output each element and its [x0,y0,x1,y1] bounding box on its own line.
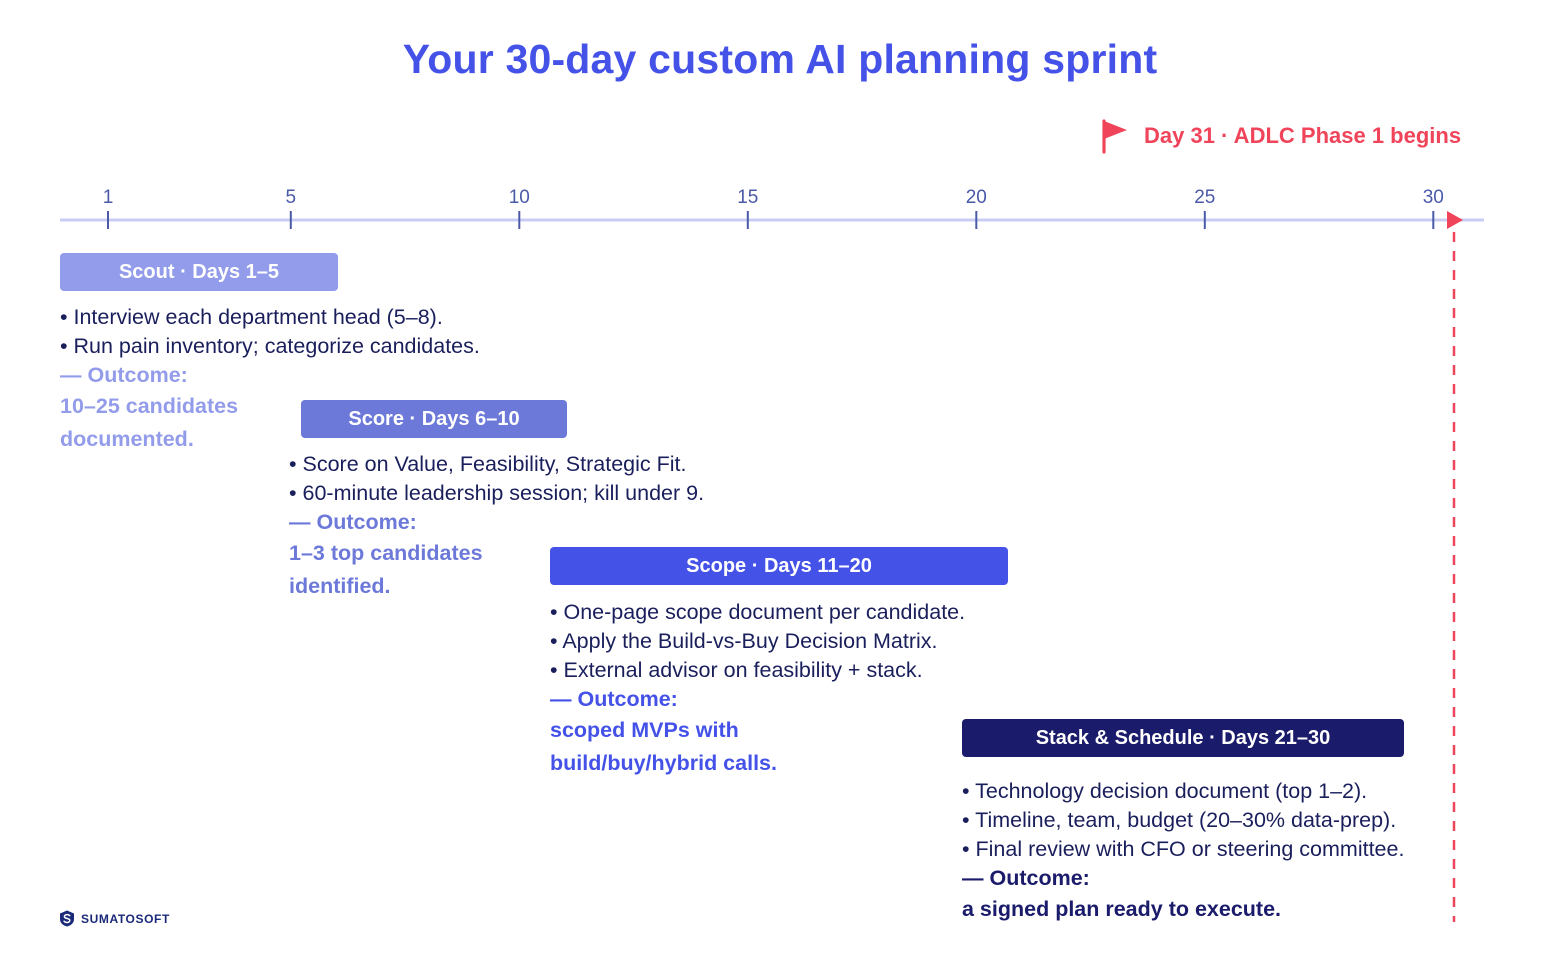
phase-bullet: • 60-minute leadership session; kill und… [289,481,705,505]
sumatosoft-logo: SUMATOSOFT [59,910,170,927]
phase-details: • Technology decision document (top 1–2)… [962,777,1404,926]
phase-label: Scope · Days 11–20 [550,547,1008,585]
axis-tick-label: 5 [286,187,297,208]
phase-bullet: • One-page scope document per candidate. [550,600,966,624]
phase-bullet: • Run pain inventory; categorize candida… [60,334,480,358]
phase-details: • Interview each department head (5–8). •… [60,303,480,456]
milestone-label: Day 31 · ADLC Phase 1 begins [1144,123,1462,148]
phase-bullet: • Final review with CFO or steering comm… [962,837,1405,861]
outcome-heading: — Outcome: [289,510,417,534]
axis-tick-label: 25 [1194,187,1215,208]
milestone-day31: Day 31 · ADLC Phase 1 begins [1100,118,1461,154]
phase-bullet: • Timeline, team, budget (20–30% data-pr… [962,808,1397,832]
phase-details: • One-page scope document per candidate.… [550,598,965,780]
outcome-text: 10–25 candidates [60,394,239,418]
outcome-text: identified. [289,574,391,598]
outcome-heading: — Outcome: [550,687,678,711]
phase-details: • Score on Value, Feasibility, Strategic… [289,450,704,603]
phase-label: Scout · Days 1–5 [60,253,338,291]
flag-icon [1102,119,1127,154]
outcome-text: scoped MVPs with [550,718,739,742]
page-title: Your 30-day custom AI planning sprint [402,36,1158,82]
outcome-heading: — Outcome: [60,363,188,387]
logo-text: SUMATOSOFT [81,911,170,926]
phase-label: Score · Days 6–10 [301,400,567,438]
phase-bullet: • Interview each department head (5–8). [60,305,443,329]
phase-bullet: • Technology decision document (top 1–2)… [962,779,1368,803]
axis-tick-label: 10 [509,187,530,208]
outcome-text: a signed plan ready to execute. [962,897,1282,921]
outcome-text: build/buy/hybrid calls. [550,751,777,775]
phase-bullet: • External advisor on feasibility + stac… [550,658,923,682]
sumatosoft-logo-icon [60,910,74,927]
axis-tick-label: 15 [737,187,758,208]
outcome-text: 1–3 top candidates [289,541,483,565]
phase-bullet: • Score on Value, Feasibility, Strategic… [289,452,687,476]
phase-label: Stack & Schedule · Days 21–30 [962,719,1404,757]
outcome-heading: — Outcome: [962,866,1090,890]
axis-tick-label: 1 [103,187,114,208]
axis-arrow-icon [1447,211,1463,229]
phase-bullet: • Apply the Build-vs-Buy Decision Matrix… [550,629,938,653]
axis-tick-label: 20 [966,187,987,208]
axis-tick-label: 30 [1423,187,1444,208]
outcome-text: documented. [60,427,194,451]
